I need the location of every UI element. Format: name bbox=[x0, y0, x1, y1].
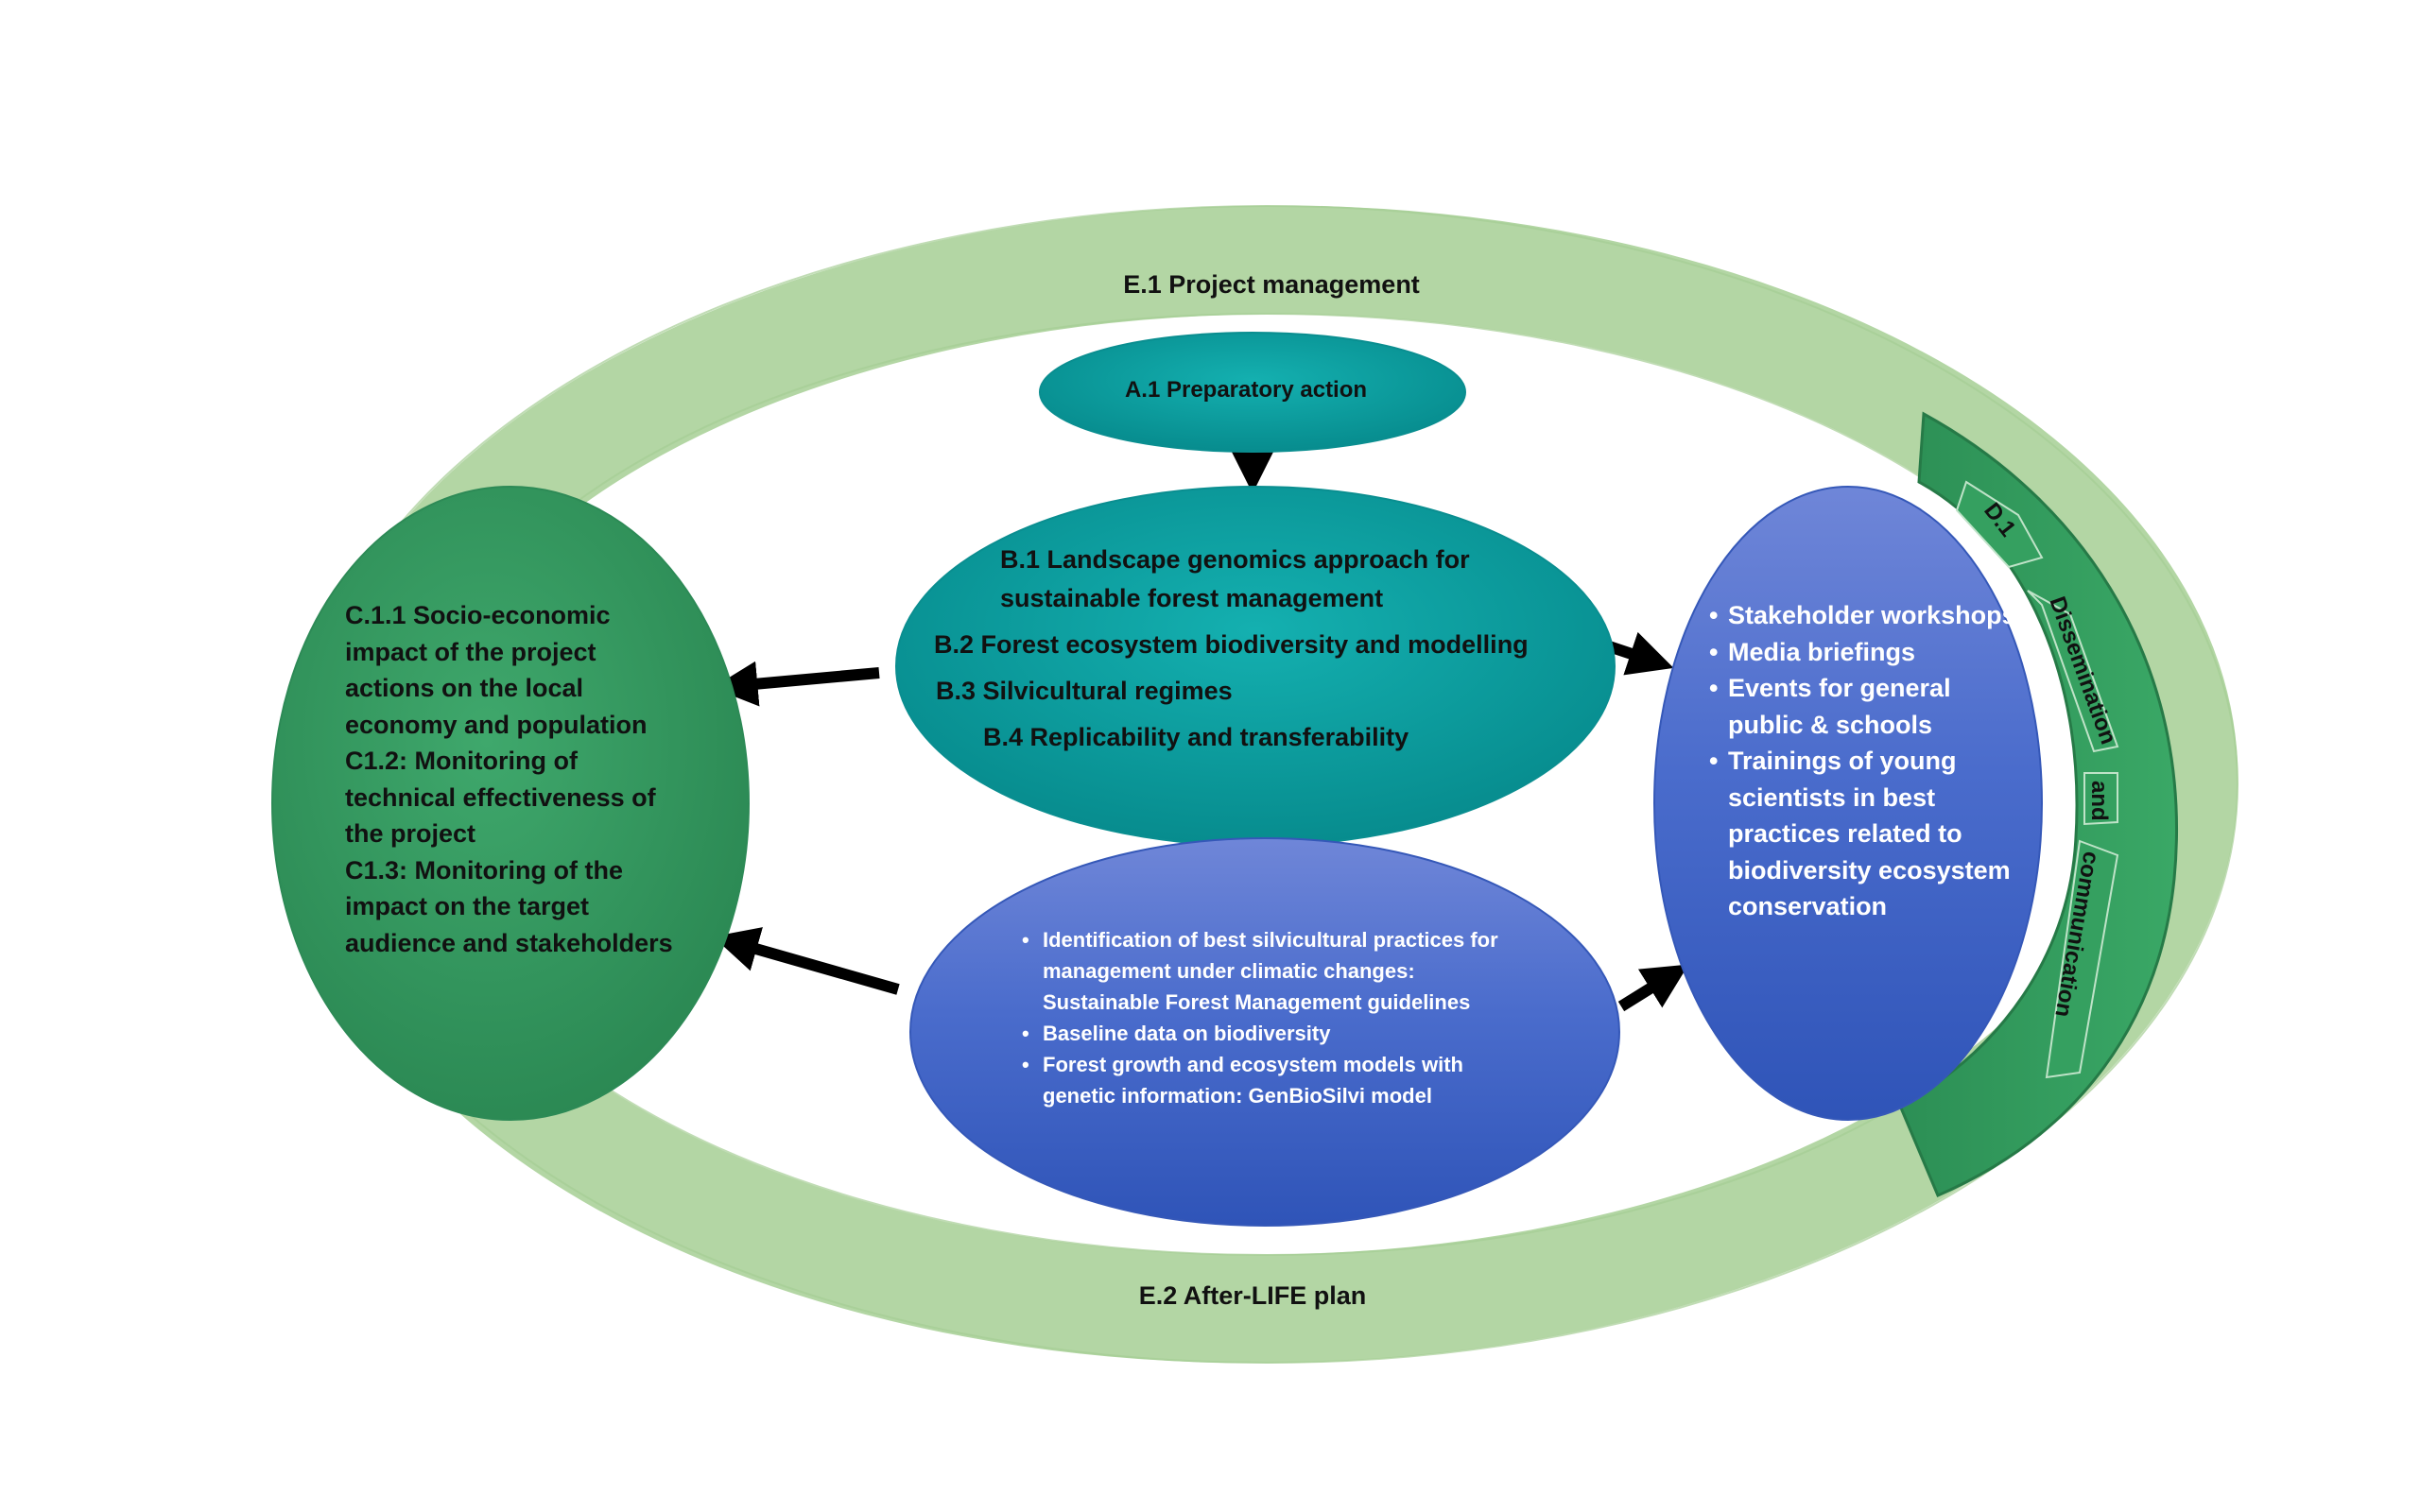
implementation-ellipse bbox=[895, 486, 1616, 847]
c-action-3: C1.3: Monitoring of the impact on the ta… bbox=[345, 855, 673, 957]
b-action-1b: sustainable forest management bbox=[1000, 584, 1384, 612]
dissemination-item: Trainings of young scientists in best pr… bbox=[1709, 743, 2021, 925]
outcome-item: Baseline data on biodiversity bbox=[1016, 1018, 1527, 1049]
band-segment-and: and bbox=[2086, 781, 2112, 821]
outcomes-list: Identification of best silvicultural pra… bbox=[1016, 924, 1527, 1111]
preparatory-label: A.1 Preparatory action bbox=[1125, 377, 1367, 403]
dissemination-band bbox=[1898, 411, 2179, 1197]
b-action-1a: B.1 Landscape genomics approach for bbox=[1000, 545, 1470, 574]
b-action-3: B.3 Silvicultural regimes bbox=[936, 677, 1233, 705]
monitoring-ellipse bbox=[271, 486, 750, 1121]
arrow-outcomes-to-dissemination bbox=[1617, 964, 1689, 1012]
dissemination-item: Media briefings bbox=[1709, 634, 2021, 671]
c-action-1: C.1.1 Socio-economic impact of the proje… bbox=[345, 601, 648, 739]
dissemination-item: Stakeholder workshops bbox=[1709, 597, 2021, 634]
arrow-outcomes-to-c bbox=[713, 927, 900, 995]
ring-bottom-label: E.2 After-LIFE plan bbox=[1139, 1281, 1367, 1310]
dissemination-item: Events for general public & schools bbox=[1709, 670, 2021, 743]
b-action-4: B.4 Replicability and transferability bbox=[983, 723, 1409, 751]
outcome-item: Identification of best silvicultural pra… bbox=[1016, 924, 1527, 1018]
arrow-b-to-c bbox=[712, 661, 880, 707]
c-action-2: C1.2: Monitoring of technical effectiven… bbox=[345, 747, 656, 848]
c-actions-text: C.1.1 Socio-economic impact of the proje… bbox=[345, 597, 685, 961]
preparatory-ellipse bbox=[1039, 332, 1466, 453]
outcome-item: Forest growth and ecosystem models with … bbox=[1016, 1049, 1527, 1111]
ring-top-label: E.1 Project management bbox=[1123, 270, 1420, 299]
dissemination-list: Stakeholder workshops Media briefings Ev… bbox=[1709, 597, 2021, 925]
flow-arrows bbox=[712, 440, 1689, 1012]
b-action-2: B.2 Forest ecosystem biodiversity and mo… bbox=[934, 630, 1529, 659]
